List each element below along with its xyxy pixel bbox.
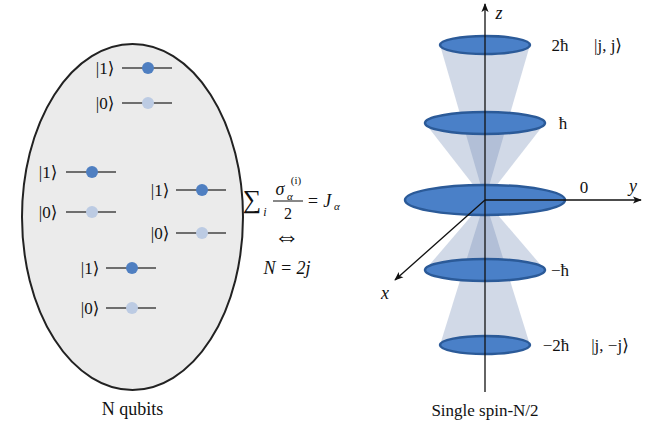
level-label: −ħ — [551, 262, 569, 279]
ket-label: |1⟩ — [81, 260, 100, 277]
relation-label: N = 2j — [263, 259, 310, 277]
formula-symbol: 2 — [284, 206, 292, 222]
ket-label: |0⟩ — [81, 300, 100, 317]
qubit-ensemble: N qubits — [20, 40, 245, 422]
caption: Single spin-N/2 — [431, 402, 538, 419]
formula-symbol: α — [287, 191, 293, 202]
formula-symbol: (i) — [291, 175, 301, 186]
formula-symbol: i — [263, 206, 266, 218]
qubit-dot — [86, 62, 208, 314]
level-label: −2ħ — [543, 337, 570, 354]
axis-label: x — [381, 284, 389, 302]
formula-symbol: σ — [276, 180, 285, 198]
level-label: ħ — [559, 115, 568, 132]
axis-label: y — [629, 177, 637, 195]
formula-symbol: α — [334, 201, 340, 212]
ket-label: |0⟩ — [39, 204, 58, 221]
level-label: 2ħ — [552, 37, 569, 54]
ket-label: |1⟩ — [151, 182, 170, 199]
equivalence-arrow: ⇔ — [274, 224, 300, 250]
level-label: 0 — [580, 179, 589, 196]
state-label: |j, −j⟩ — [591, 337, 629, 354]
axis — [395, 4, 641, 392]
ket-label: |1⟩ — [39, 164, 58, 181]
axis-label: z — [495, 4, 502, 22]
ensemble-outline — [20, 40, 245, 422]
ket-label: |0⟩ — [151, 225, 170, 242]
state-label: |j, j⟩ — [594, 37, 622, 54]
ket-label: |1⟩ — [96, 60, 115, 77]
formula-symbol: ∑ — [243, 187, 262, 213]
ket-label: |0⟩ — [96, 95, 115, 112]
caption: N qubits — [20, 400, 245, 420]
formula-symbol: = J — [307, 192, 332, 210]
